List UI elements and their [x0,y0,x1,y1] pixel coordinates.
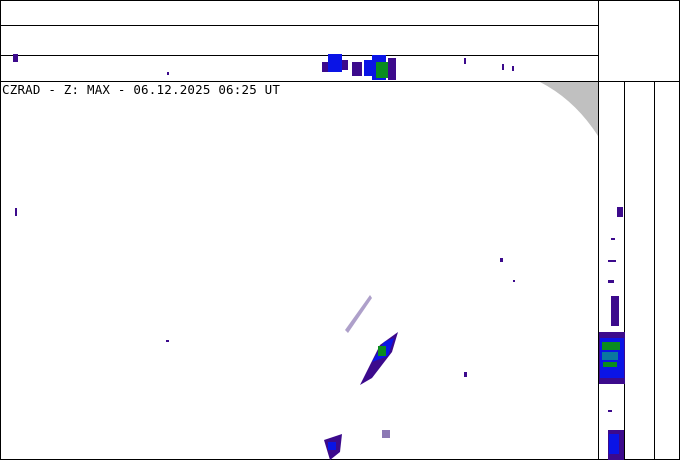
panel-divider [0,25,598,26]
out-of-range-area [540,82,598,136]
top-projection-echoes [13,54,514,80]
product-title: CZRAD - Z: MAX - 06.12.2025 06:25 UT [2,82,281,97]
main-map-echoes [15,208,515,460]
panel-divider [0,81,680,82]
side-projection-echoes [599,207,625,460]
panel-divider [0,55,598,56]
panel-divider [624,81,625,460]
panel-divider [654,81,655,460]
panel-divider [598,0,599,460]
